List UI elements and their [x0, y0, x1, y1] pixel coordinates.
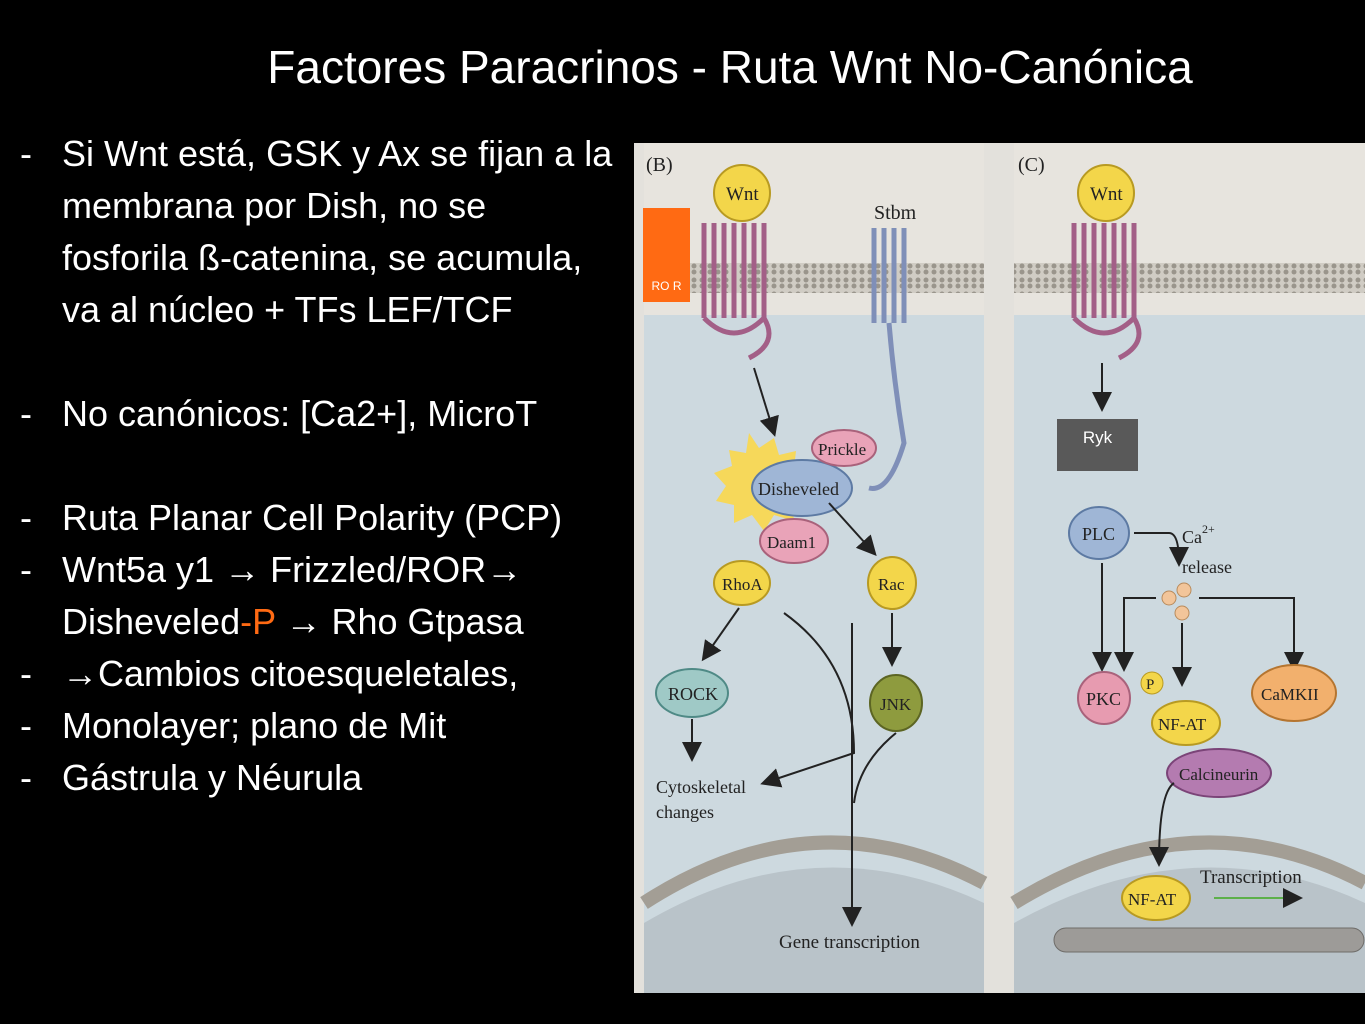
calcium-ion — [1176, 582, 1192, 598]
bullet-item: -No canónicos: [Ca2+], MicroT — [20, 393, 538, 434]
stbm-label: Stbm — [874, 202, 917, 224]
bullet-spacer — [20, 440, 620, 492]
wnt-ligand — [713, 164, 771, 222]
ror-receptor-overlay: RO R — [643, 208, 690, 302]
calcium-ion — [1174, 605, 1190, 621]
svg-text:PKC: PKC — [1086, 689, 1121, 709]
svg-text:PLC: PLC — [1082, 524, 1115, 544]
svg-text:JNK: JNK — [880, 695, 912, 714]
cytoskeletal-label: Cytoskeletal — [656, 777, 746, 797]
bullet-item: -Wnt5a y1 → Frizzled/ROR→ Disheveled-P →… — [20, 549, 524, 642]
ca-release-label: Ca2+ — [1182, 522, 1215, 547]
jnk-node — [869, 674, 923, 732]
arrow-icon: → — [285, 601, 322, 642]
plc-node — [1068, 506, 1130, 560]
arrow-icon: → — [62, 653, 98, 694]
svg-text:Rac: Rac — [878, 575, 905, 594]
calcineurin-node — [1166, 748, 1272, 798]
pkc-node — [1077, 671, 1131, 725]
daam1-node — [759, 518, 829, 564]
nuclear-envelope — [640, 835, 988, 909]
bullet-spacer — [20, 336, 620, 388]
svg-text:changes: changes — [656, 802, 714, 822]
slide-title: Factores Paracrinos - Ruta Wnt No-Canóni… — [267, 41, 1193, 93]
camkii-node — [1251, 664, 1337, 722]
bullet-item: -Ruta Planar Cell Polarity (PCP) — [20, 497, 563, 538]
svg-text:ROCK: ROCK — [668, 684, 718, 704]
rac-node — [867, 556, 917, 610]
bullet-item: -Gástrula y Néurula — [20, 757, 363, 798]
frizzled-receptor-c — [1071, 223, 1142, 361]
bullet-item: -→Cambios citoesqueletales, — [20, 653, 519, 694]
frizzled-receptor — [701, 223, 772, 361]
panel-b-label: (B) — [646, 154, 673, 176]
nuclear-envelope — [1010, 835, 1365, 909]
panel-c-label: (C) — [1018, 154, 1045, 176]
svg-text:Disheveled: Disheveled — [758, 479, 839, 499]
stbm-receptor — [868, 228, 907, 491]
dna-strand — [1053, 927, 1365, 953]
wnt-ligand-c — [1077, 164, 1135, 222]
svg-text:CaMKII: CaMKII — [1261, 685, 1319, 704]
arrow-icon: → — [224, 549, 261, 590]
svg-text:RhoA: RhoA — [722, 575, 763, 594]
nfat-node — [1151, 700, 1221, 746]
cell-membrane — [644, 263, 984, 293]
gene-transcription-label: Gene transcription — [779, 932, 920, 953]
nfat-nucleus-node — [1121, 875, 1191, 921]
prickle-node — [811, 429, 877, 467]
svg-text:Wnt: Wnt — [726, 184, 759, 205]
phosphate-node — [1140, 671, 1164, 695]
wnt-pathway-figure: (B) (C) Stbm Wnt Disheveled Prickle Daam… — [634, 143, 1365, 993]
svg-text:Wnt: Wnt — [1090, 184, 1123, 205]
disheveled-node — [751, 459, 853, 517]
svg-text:NF-AT: NF-AT — [1128, 890, 1177, 909]
bullet-item: -Monolayer; plano de Mit — [20, 705, 447, 746]
svg-text:Calcineurin: Calcineurin — [1179, 765, 1259, 784]
rock-node — [655, 668, 729, 718]
svg-text:P: P — [1146, 677, 1154, 693]
svg-text:release: release — [1182, 557, 1232, 577]
svg-text:Prickle: Prickle — [818, 440, 866, 459]
arrow-icon: → — [486, 549, 523, 590]
svg-text:NF-AT: NF-AT — [1158, 715, 1207, 734]
cell-membrane — [1014, 263, 1365, 293]
rhoa-node — [713, 560, 771, 606]
bullet-list: -Si Wnt está, GSK y Ax se fijan a la mem… — [20, 128, 620, 804]
calcium-ion — [1161, 590, 1177, 606]
bullet-item: -Si Wnt está, GSK y Ax se fijan a la mem… — [20, 133, 613, 330]
svg-text:Daam1: Daam1 — [767, 533, 816, 552]
transcription-label: Transcription — [1200, 867, 1302, 888]
ryk-receptor-overlay: Ryk — [1057, 419, 1138, 471]
